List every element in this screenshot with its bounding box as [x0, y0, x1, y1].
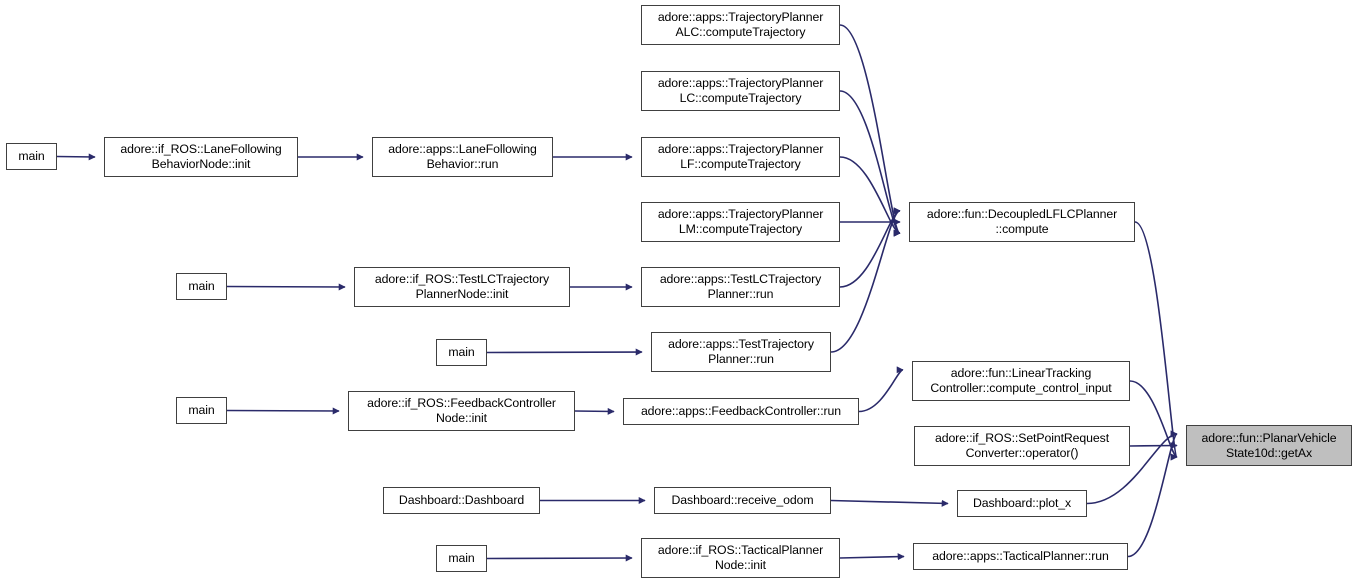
graph-edge-ltc_cci-to-getax	[1129, 380, 1178, 461]
graph-node-lfbnode_init[interactable]: adore::if_ROS::LaneFollowing BehaviorNod…	[104, 137, 298, 177]
graph-node-tp_lm[interactable]: adore::apps::TrajectoryPlanner LM::compu…	[641, 202, 840, 242]
graph-edge-main1-to-lfbnode_init	[56, 153, 96, 161]
graph-edge-main3-to-ttp_run	[486, 348, 643, 356]
graph-node-fbcn_init[interactable]: adore::if_ROS::FeedbackController Node::…	[348, 391, 575, 431]
graph-node-tlctp_run[interactable]: adore::apps::TestLCTrajectory Planner::r…	[641, 267, 840, 307]
graph-node-sprc_op[interactable]: adore::if_ROS::SetPointRequest Converter…	[914, 426, 1130, 466]
graph-edge-tlctp_run-to-dlflc	[839, 207, 901, 288]
graph-node-tp_run[interactable]: adore::apps::TacticalPlanner::run	[913, 543, 1128, 570]
graph-edge-dlflc-to-getax	[1134, 221, 1178, 461]
graph-edge-main4-to-fbcn_init	[226, 407, 340, 415]
graph-edge-main5-to-tpn_init	[486, 554, 633, 562]
graph-node-dlflc[interactable]: adore::fun::DecoupledLFLCPlanner ::compu…	[909, 202, 1135, 242]
graph-node-tp_lf[interactable]: adore::apps::TrajectoryPlanner LF::compu…	[641, 137, 840, 177]
graph-node-getax[interactable]: adore::fun::PlanarVehicle State10d::getA…	[1186, 425, 1352, 466]
graph-edge-tp_alc-to-dlflc	[839, 24, 901, 237]
graph-edge-main2-to-tlctpn_init	[226, 283, 346, 291]
graph-node-main5[interactable]: main	[436, 545, 487, 572]
graph-edge-tp_lf-to-dlflc	[839, 156, 901, 237]
graph-node-dash_ctor[interactable]: Dashboard::Dashboard	[383, 487, 540, 514]
graph-node-tp_lc[interactable]: adore::apps::TrajectoryPlanner LC::compu…	[641, 71, 840, 111]
graph-node-main1[interactable]: main	[6, 143, 57, 170]
graph-node-main4[interactable]: main	[176, 397, 227, 424]
graph-node-fbc_run[interactable]: adore::apps::FeedbackController::run	[623, 398, 859, 425]
graph-edge-dash_odom-to-dash_plotx	[830, 499, 949, 507]
graph-node-main3[interactable]: main	[436, 339, 487, 366]
graph-edge-ttp_run-to-dlflc	[830, 207, 901, 353]
graph-node-lfb_run[interactable]: adore::apps::LaneFollowing Behavior::run	[372, 137, 553, 177]
graph-edge-fbc_run-to-ltc_cci	[858, 366, 904, 413]
graph-node-tpn_init[interactable]: adore::if_ROS::TacticalPlanner Node::ini…	[641, 538, 840, 578]
graph-node-dash_plotx[interactable]: Dashboard::plot_x	[957, 490, 1087, 517]
graph-node-ltc_cci[interactable]: adore::fun::LinearTracking Controller::c…	[912, 361, 1130, 401]
graph-node-dash_odom[interactable]: Dashboard::receive_odom	[654, 487, 831, 514]
graph-node-tlctpn_init[interactable]: adore::if_ROS::TestLCTrajectory PlannerN…	[354, 267, 570, 307]
graph-node-tp_alc[interactable]: adore::apps::TrajectoryPlanner ALC::comp…	[641, 5, 840, 45]
graph-node-main2[interactable]: main	[176, 273, 227, 300]
graph-edge-tp_run-to-getax	[1127, 430, 1178, 558]
graph-node-ttp_run[interactable]: adore::apps::TestTrajectory Planner::run	[651, 332, 831, 372]
graph-edge-tpn_init-to-tp_run	[839, 553, 905, 561]
graph-edge-fbcn_init-to-fbc_run	[574, 407, 615, 415]
graph-edge-tp_lc-to-dlflc	[839, 90, 901, 237]
graph-edge-sprc_op-to-getax	[1129, 442, 1178, 450]
